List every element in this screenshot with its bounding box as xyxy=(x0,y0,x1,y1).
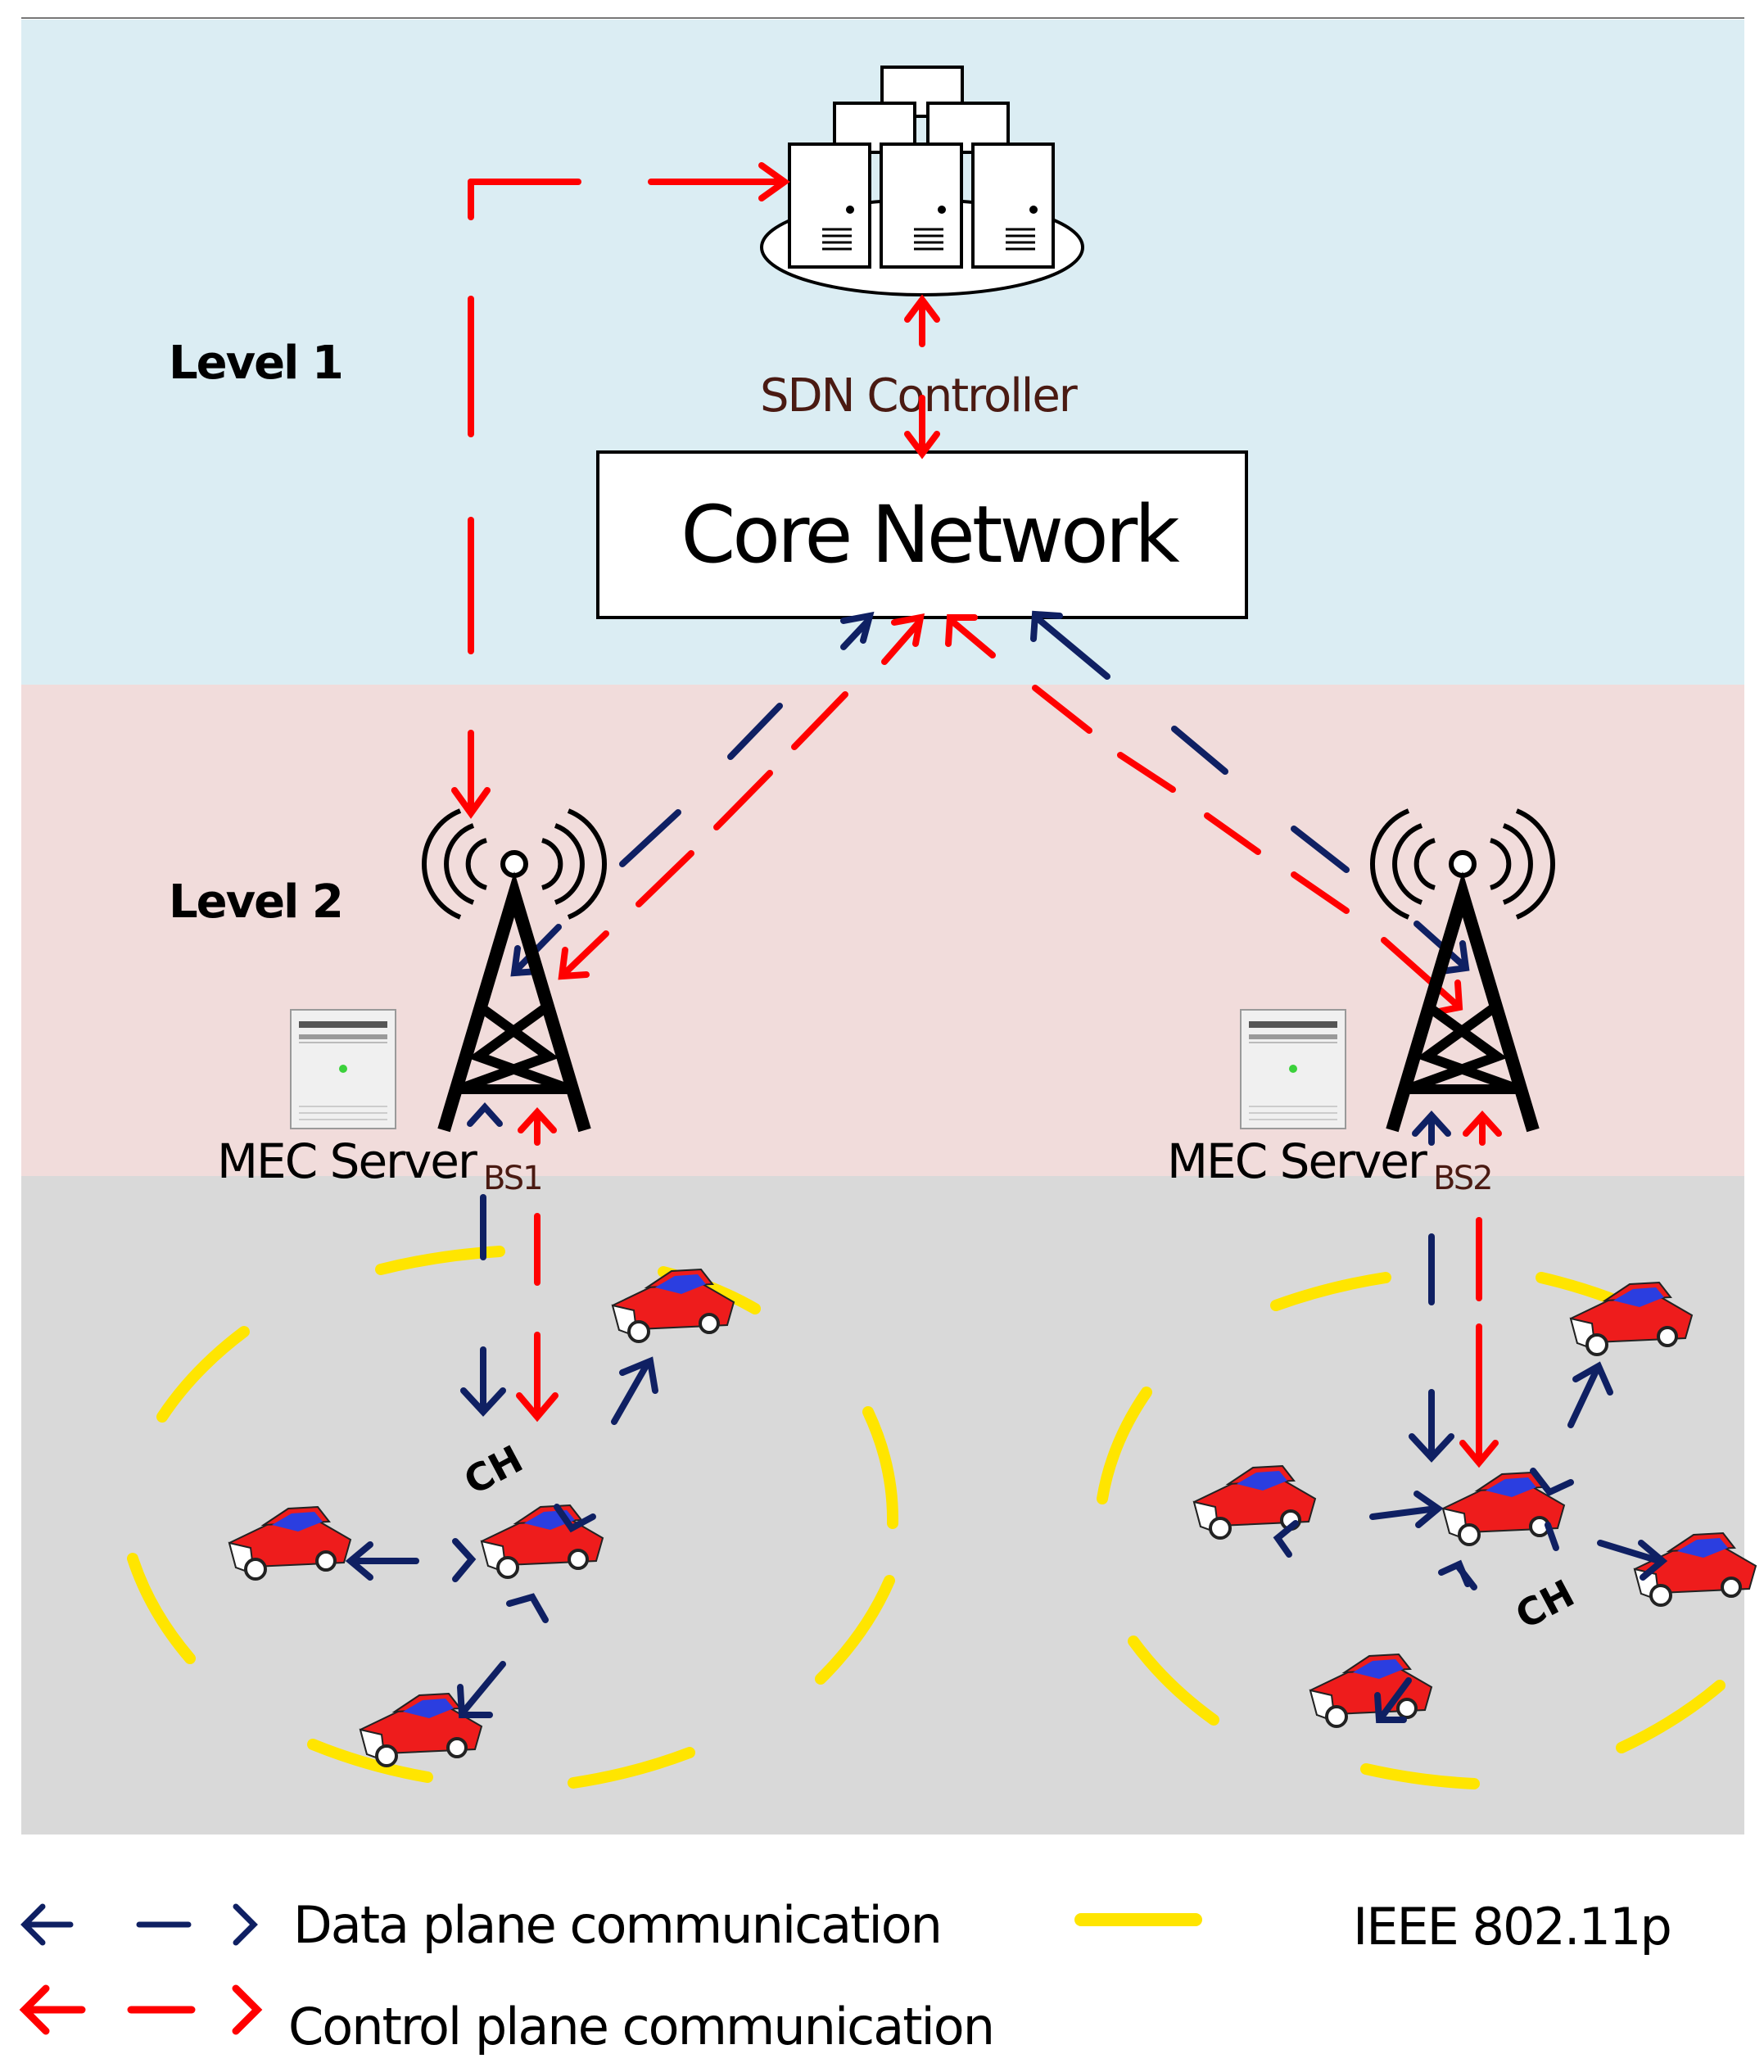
control-link-bs1-ch xyxy=(516,1107,559,1423)
server-box-icon xyxy=(1240,1009,1346,1129)
data-link-bs1-ch xyxy=(460,1102,506,1417)
bs2-label: BS2 xyxy=(1433,1160,1492,1197)
data-link-bs2-ch xyxy=(1409,1111,1454,1463)
control-link-core-bs1 xyxy=(558,613,925,980)
data-links-cluster-2 xyxy=(1273,1361,1668,1723)
control-link-core-bs2 xyxy=(945,614,1463,1016)
level2-band xyxy=(21,685,1744,1176)
core-network-label: Core Network xyxy=(681,489,1180,581)
legend-ieee-label: IEEE 802.11p xyxy=(1353,1897,1671,1957)
mec-server-label-2: MEC Server xyxy=(1167,1133,1427,1189)
level1-label: Level 1 xyxy=(169,337,342,390)
legend-data-plane-label: Data plane communication xyxy=(293,1895,941,1955)
legend-data-plane-symbol xyxy=(20,1903,258,1946)
legend-control-plane-label: Control plane communication xyxy=(288,1997,993,2056)
server-box-icon xyxy=(290,1009,396,1129)
data-links-cluster-1 xyxy=(345,1356,658,1718)
control-link-sdn-bs1 xyxy=(451,162,790,819)
level2-label: Level 2 xyxy=(169,875,342,929)
ieee-cluster-1 xyxy=(127,1246,899,1789)
control-link-sdn-core xyxy=(904,294,940,459)
mec-server-label-1: MEC Server xyxy=(217,1133,477,1189)
bs1-label: BS1 xyxy=(483,1160,542,1197)
legend-control-plane-symbol xyxy=(19,1984,263,2035)
control-link-bs2-ch xyxy=(1459,1111,1502,1468)
server-cluster-icon xyxy=(760,66,1084,296)
data-link-core-bs2 xyxy=(1030,610,1470,975)
